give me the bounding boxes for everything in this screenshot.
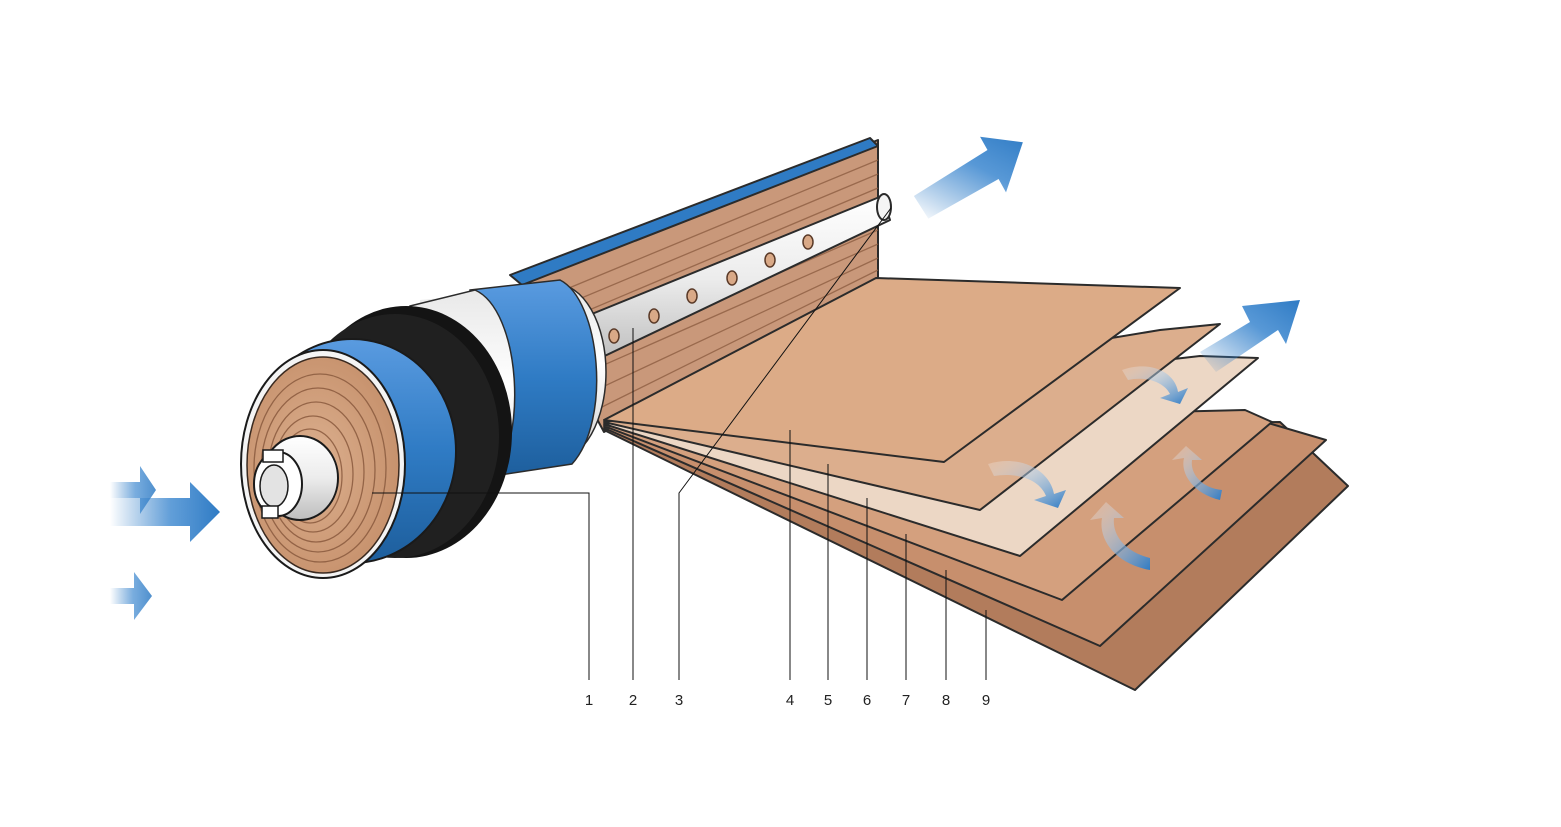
label-2: 2 xyxy=(629,692,637,709)
label-9: 9 xyxy=(982,692,990,709)
label-8: 8 xyxy=(942,692,950,709)
label-7: 7 xyxy=(902,692,910,709)
part-labels: 1 2 3 4 5 6 7 8 9 xyxy=(585,692,990,709)
label-3: 3 xyxy=(675,692,683,709)
label-1: 1 xyxy=(585,692,593,709)
flow-arrow-icon xyxy=(110,136,1300,620)
label-5: 5 xyxy=(824,692,832,709)
label-4: 4 xyxy=(786,692,794,709)
membrane-cylinder xyxy=(240,279,607,579)
sheet-4 xyxy=(603,277,1181,463)
label-6: 6 xyxy=(863,692,871,709)
leader-lines xyxy=(372,207,987,680)
